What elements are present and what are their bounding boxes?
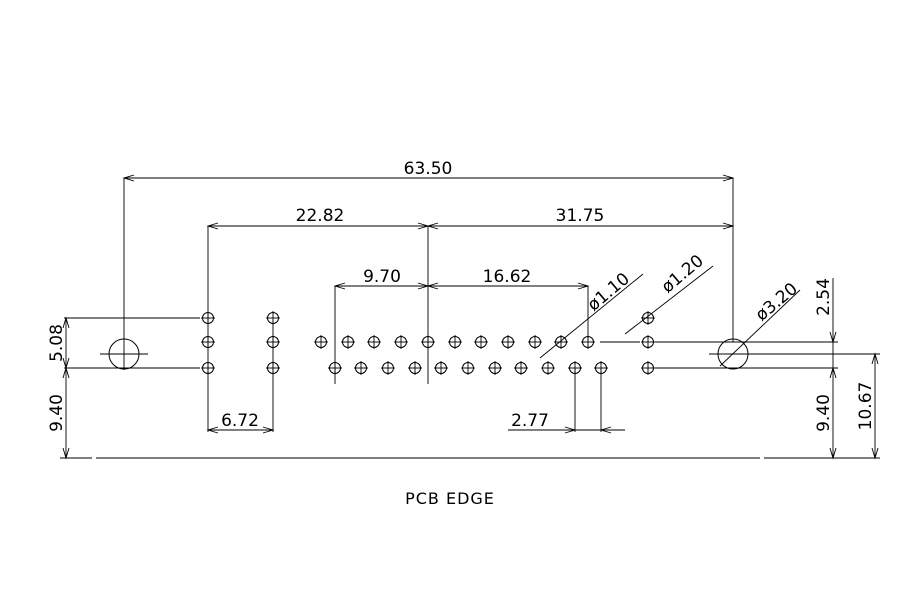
- pin-hole: [501, 335, 515, 349]
- pin-hole: [541, 361, 555, 375]
- pin-hole: [528, 335, 542, 349]
- dimension-second-row: 22.82 31.75: [206, 206, 735, 230]
- pin-hole: [367, 335, 381, 349]
- dimension-right-vertical-total: 10.67: [856, 352, 879, 460]
- pin-hole: [641, 311, 655, 325]
- pin-hole: [408, 361, 422, 375]
- dimension-right-vertical: 2.54 9.40: [814, 278, 837, 460]
- left-vertical-upper-label: 5.08: [47, 324, 67, 362]
- pin-hole: [461, 361, 475, 375]
- pin-hole: [514, 361, 528, 375]
- extension-lines: [64, 226, 880, 432]
- overall-width-label: 63.50: [404, 159, 453, 179]
- pin-hole: [328, 361, 342, 375]
- pin-hole: [354, 361, 368, 375]
- left-pin-to-center-label: 22.82: [296, 206, 345, 226]
- left-inner-label: 9.70: [363, 267, 401, 287]
- pin-hole: [641, 361, 655, 375]
- left-pin-spacing-label: 6.72: [221, 411, 259, 431]
- pcb-edge-caption: PCB EDGE: [405, 489, 495, 508]
- diameter-small-label: ø1.10: [584, 269, 634, 315]
- right-pin-spacing-label: 2.77: [511, 411, 549, 431]
- pin-hole: [581, 335, 595, 349]
- pin-hole: [474, 335, 488, 349]
- pin-hole: [421, 335, 435, 349]
- dimension-overall-width: 63.50: [122, 159, 735, 182]
- pin-hole: [448, 335, 462, 349]
- pin-hole: [341, 335, 355, 349]
- pin-hole: [594, 361, 608, 375]
- pin-hole: [381, 361, 395, 375]
- right-inner-label: 16.62: [483, 267, 532, 287]
- center-to-right-hole-label: 31.75: [556, 206, 605, 226]
- right-vertical-upper-label: 2.54: [814, 278, 834, 316]
- dimension-left-vertical: 5.08 9.40: [47, 316, 70, 460]
- mounting-hole-right: [709, 178, 880, 370]
- dimension-right-pin-spacing: 2.77: [508, 411, 625, 434]
- diameter-large-label: ø3.20: [752, 279, 802, 325]
- pin-holes: [201, 311, 655, 375]
- mounting-hole-left: [100, 178, 148, 370]
- pin-hole: [201, 335, 215, 349]
- pin-hole: [434, 361, 448, 375]
- pin-hole: [641, 335, 655, 349]
- dimension-left-pin-spacing: 6.72: [206, 411, 275, 434]
- pin-hole: [201, 361, 215, 375]
- pin-hole: [266, 335, 280, 349]
- pin-hole: [568, 361, 582, 375]
- pin-hole: [201, 311, 215, 325]
- diameter-leaders: ø1.10 ø1.20 ø3.20: [539, 251, 802, 367]
- left-vertical-lower-label: 9.40: [47, 394, 67, 432]
- dimension-third-row: 9.70 16.62: [333, 267, 590, 290]
- right-vertical-total-label: 10.67: [856, 382, 876, 431]
- diameter-medium-label: ø1.20: [658, 251, 708, 297]
- pin-hole: [266, 361, 280, 375]
- pin-hole: [488, 361, 502, 375]
- right-vertical-lower-label: 9.40: [814, 394, 834, 432]
- pin-hole: [554, 335, 568, 349]
- pin-hole: [314, 335, 328, 349]
- pin-hole: [266, 311, 280, 325]
- pin-hole: [394, 335, 408, 349]
